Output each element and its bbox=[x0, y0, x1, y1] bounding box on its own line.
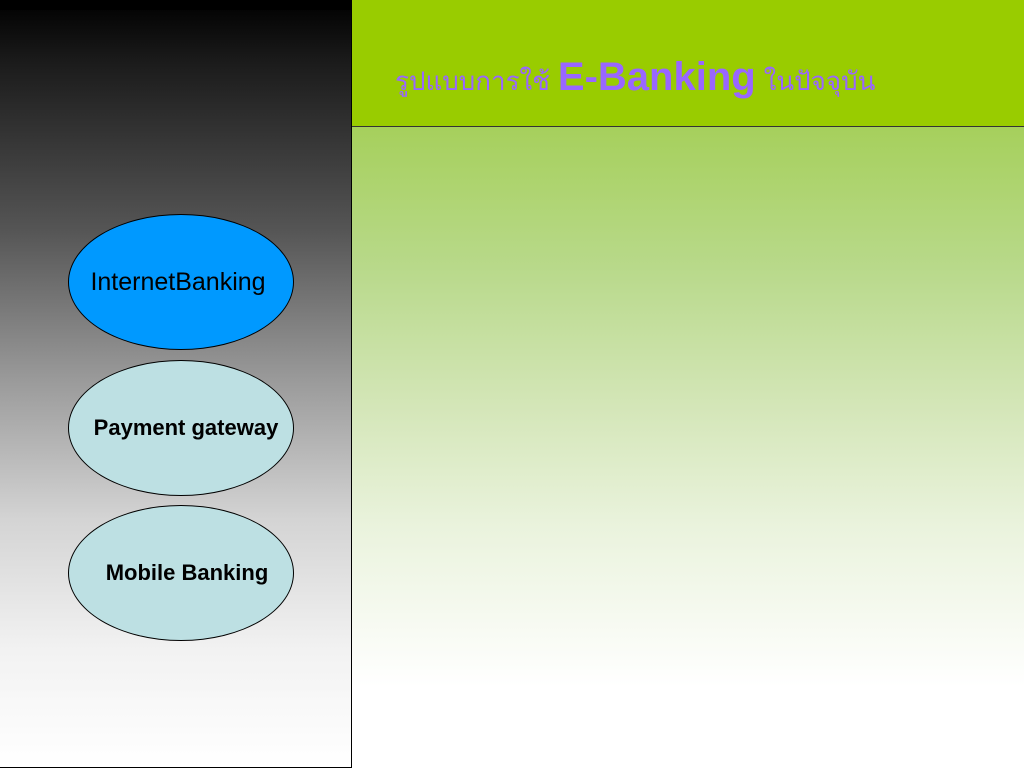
slide-title-main: E-Banking bbox=[557, 55, 756, 99]
slide-title-prefix: รูปแบบการใช้ bbox=[395, 67, 550, 97]
mobile-banking-oval[interactable]: Mobile Banking bbox=[68, 505, 294, 641]
slide-title-suffix: ในปัจจุบัน bbox=[763, 67, 876, 97]
internet-banking-label: InternetBanking bbox=[90, 267, 266, 296]
header-divider bbox=[352, 126, 1024, 127]
mobile-banking-label: Mobile Banking bbox=[105, 560, 269, 585]
left-panel-top-bar bbox=[0, 0, 351, 10]
header-band bbox=[352, 0, 1024, 127]
internet-banking-oval[interactable]: InternetBanking bbox=[68, 214, 294, 350]
payment-gateway-oval[interactable]: Payment gateway bbox=[68, 360, 294, 496]
payment-gateway-label: Payment gateway bbox=[93, 415, 279, 440]
content-area bbox=[352, 127, 1024, 768]
